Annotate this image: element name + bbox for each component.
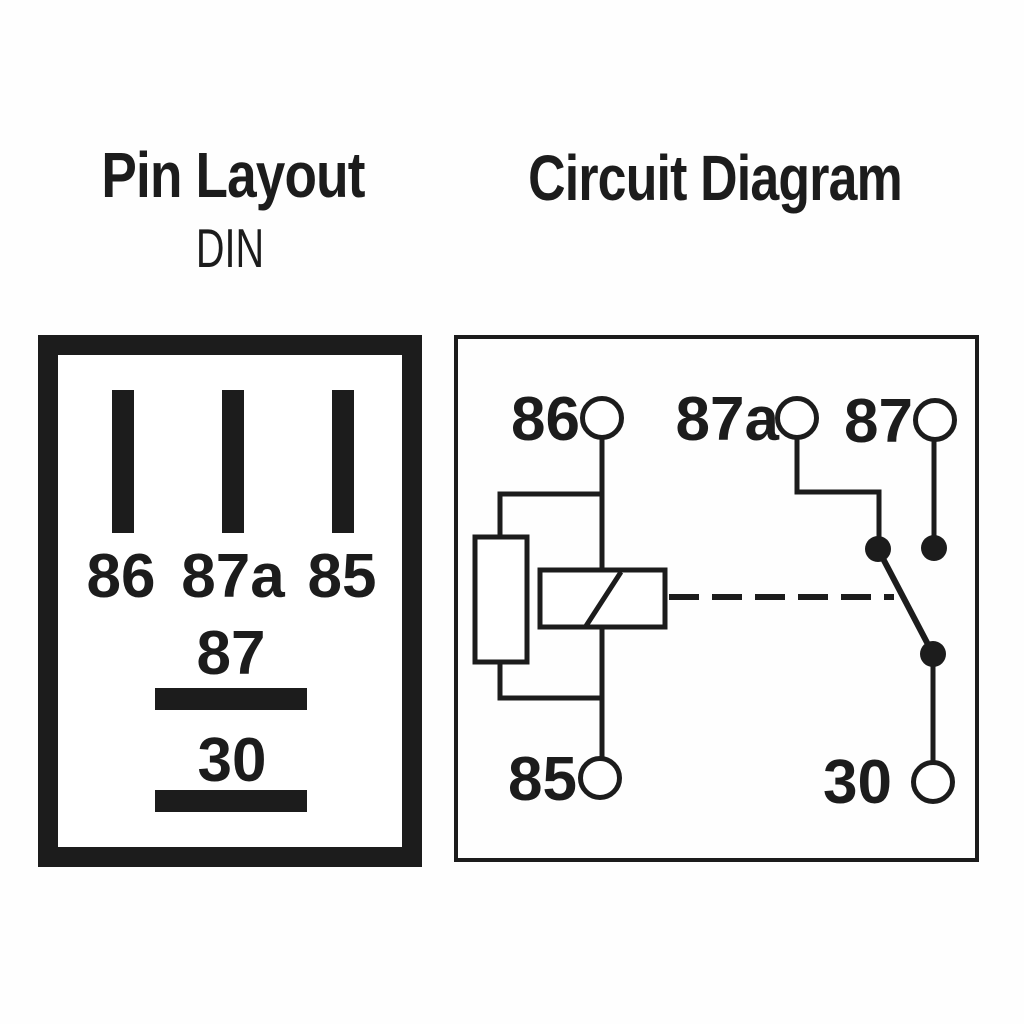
resistor-branch-bottom-wire <box>497 662 602 701</box>
pin-label-30: 30 <box>198 726 267 795</box>
terminal-circle-86 <box>580 396 624 440</box>
pin-label-85: 85 <box>308 542 377 611</box>
switch-armature <box>875 547 936 656</box>
pin-slot-87a <box>222 390 244 533</box>
pin-label-86: 86 <box>87 542 156 611</box>
pin-label-87a: 87a <box>181 542 285 611</box>
terminal-label-86: 86 <box>511 385 580 454</box>
contact-dot-common <box>920 641 946 667</box>
circuit-enclosure <box>454 335 979 862</box>
terminal-circle-85 <box>578 756 622 800</box>
terminal-circle-30 <box>911 760 955 804</box>
pin-layout-title: Pin Layout <box>101 140 364 211</box>
circuit-diagram-title: Circuit Diagram <box>528 143 902 214</box>
pin-layout-subtitle: DIN <box>196 219 264 280</box>
terminal-87a-wire <box>794 437 882 542</box>
terminal-label-87a: 87a <box>676 385 780 454</box>
pin-layout-panel: Pin Layout DIN 86 87a 85 87 30 <box>38 140 422 867</box>
pin-slot-85 <box>332 390 354 533</box>
coil-diagonal-stroke <box>583 570 624 628</box>
pin-label-87: 87 <box>197 619 266 688</box>
resistor-symbol <box>472 534 530 665</box>
terminal-label-30: 30 <box>823 748 892 817</box>
resistor-branch-top-wire <box>497 491 602 537</box>
circuit-diagram-panel: Circuit Diagram <box>454 143 979 862</box>
terminal-circle-87 <box>913 398 957 442</box>
contact-dot-87 <box>921 535 947 561</box>
terminal-label-85: 85 <box>508 745 577 814</box>
contact-dot-87a <box>865 536 891 562</box>
pin-slot-86 <box>112 390 134 533</box>
terminal-circle-87a <box>775 396 819 440</box>
pin-slot-87 <box>155 688 307 710</box>
pin-slot-30 <box>155 790 307 812</box>
terminal-label-87: 87 <box>844 387 913 456</box>
